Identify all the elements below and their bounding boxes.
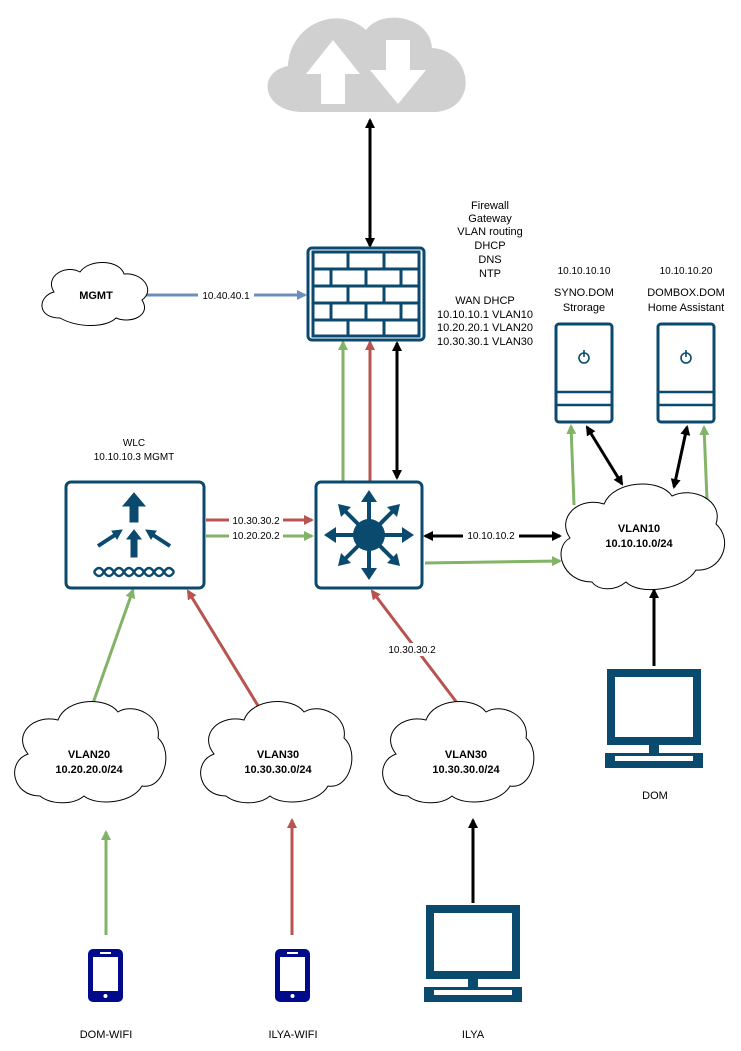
syno-server[interactable]	[554, 322, 614, 424]
firewall-role-line: Firewall	[471, 200, 509, 212]
vlan10-syno-green-link	[566, 424, 577, 506]
wlc-red-link-label: 10.30.30.2	[232, 516, 280, 527]
dom-label: DOM	[642, 790, 668, 802]
firewall-wan-line: WAN DHCP	[455, 295, 514, 307]
wlc-green-link-label: 10.20.20.2	[232, 531, 280, 542]
ilya-wifi-phone[interactable]	[275, 949, 310, 1002]
vlan20-cloud[interactable]: VLAN20 10.20.20.0/24	[14, 701, 167, 804]
dom-wifi-label: DOM-WIFI	[80, 1029, 133, 1041]
syno-ip: 10.10.10.10	[558, 266, 611, 277]
firewall-role-line: Gateway	[468, 213, 512, 225]
vlan10-subnet: 10.10.10.0/24	[605, 538, 673, 550]
wlc-device[interactable]	[64, 480, 206, 590]
firewall[interactable]	[306, 246, 426, 342]
dom-wifi-phone[interactable]	[88, 949, 123, 1002]
vlan30b-cloud[interactable]: VLAN30 10.30.30.0/24	[382, 701, 535, 804]
firewall-role-line: VLAN routing	[457, 226, 522, 238]
vlan30b-name: VLAN30	[445, 749, 487, 761]
vlan30a-subnet: 10.30.30.0/24	[244, 764, 312, 776]
mgmt-link-label: 10.40.40.1	[202, 291, 250, 302]
firewall-wan-line: 10.20.20.1 VLAN20	[437, 322, 533, 334]
dombox-ip: 10.10.10.20	[660, 266, 713, 277]
switch-vlan10-green-link	[424, 556, 562, 567]
switch-vlan10-link-label: 10.10.10.2	[467, 531, 515, 542]
wlc-title: WLC	[123, 438, 145, 449]
vlan30a-wlc-link	[186, 589, 262, 710]
vlan10-name: VLAN10	[618, 523, 660, 535]
vlan30b-subnet: 10.30.30.0/24	[432, 764, 500, 776]
power-icon	[578, 350, 590, 364]
dom-computer[interactable]	[605, 669, 703, 768]
mgmt-cloud[interactable]: MGMT	[41, 262, 149, 326]
firewall-role-line: DHCP	[474, 240, 505, 252]
vlan10-dombox-black-link	[670, 425, 691, 489]
dombox-server[interactable]	[656, 322, 716, 424]
dombox-role: Home Assistant	[648, 302, 724, 314]
power-icon	[680, 350, 692, 364]
vlan30a-cloud[interactable]: VLAN30 10.30.30.0/24	[200, 701, 353, 804]
ilya-label: ILYA	[462, 1029, 485, 1041]
download-arrow-icon	[370, 40, 426, 104]
firewall-role-line: NTP	[479, 268, 501, 280]
wlc-ip: 10.10.10.3 MGMT	[94, 452, 175, 463]
firewall-info: Firewall Gateway VLAN routing DHCP DNS N…	[437, 200, 533, 348]
upload-arrow-icon	[306, 40, 360, 104]
switch-icon	[324, 490, 414, 580]
core-switch[interactable]	[314, 480, 424, 590]
syno-role: Strorage	[563, 302, 605, 314]
dombox-name: DOMBOX.DOM	[647, 287, 725, 299]
vlan20-name: VLAN20	[68, 749, 110, 761]
firewall-wan-line: 10.30.30.1 VLAN30	[437, 336, 533, 348]
vlan10-dombox-green-link	[699, 425, 710, 501]
mgmt-label: MGMT	[79, 290, 113, 302]
firewall-role-line: DNS	[478, 254, 501, 266]
vlan10-syno-black-link	[585, 425, 624, 486]
switch-vlan30-link-label: 10.30.30.2	[388, 645, 436, 656]
ilya-wifi-label: ILYA-WIFI	[268, 1029, 317, 1041]
brick-wall-icon	[311, 250, 421, 338]
syno-name: SYNO.DOM	[554, 287, 614, 299]
vlan30a-name: VLAN30	[257, 749, 299, 761]
vlan10-cloud[interactable]: VLAN10 10.10.10.0/24	[560, 483, 726, 591]
ilya-computer[interactable]	[424, 905, 522, 1002]
wireless-controller-icon	[92, 492, 176, 578]
internet-cloud	[267, 17, 466, 113]
firewall-wan-line: 10.10.10.1 VLAN10	[437, 309, 533, 321]
vlan20-subnet: 10.20.20.0/24	[55, 764, 123, 776]
vlan20-wlc-link	[90, 588, 136, 707]
